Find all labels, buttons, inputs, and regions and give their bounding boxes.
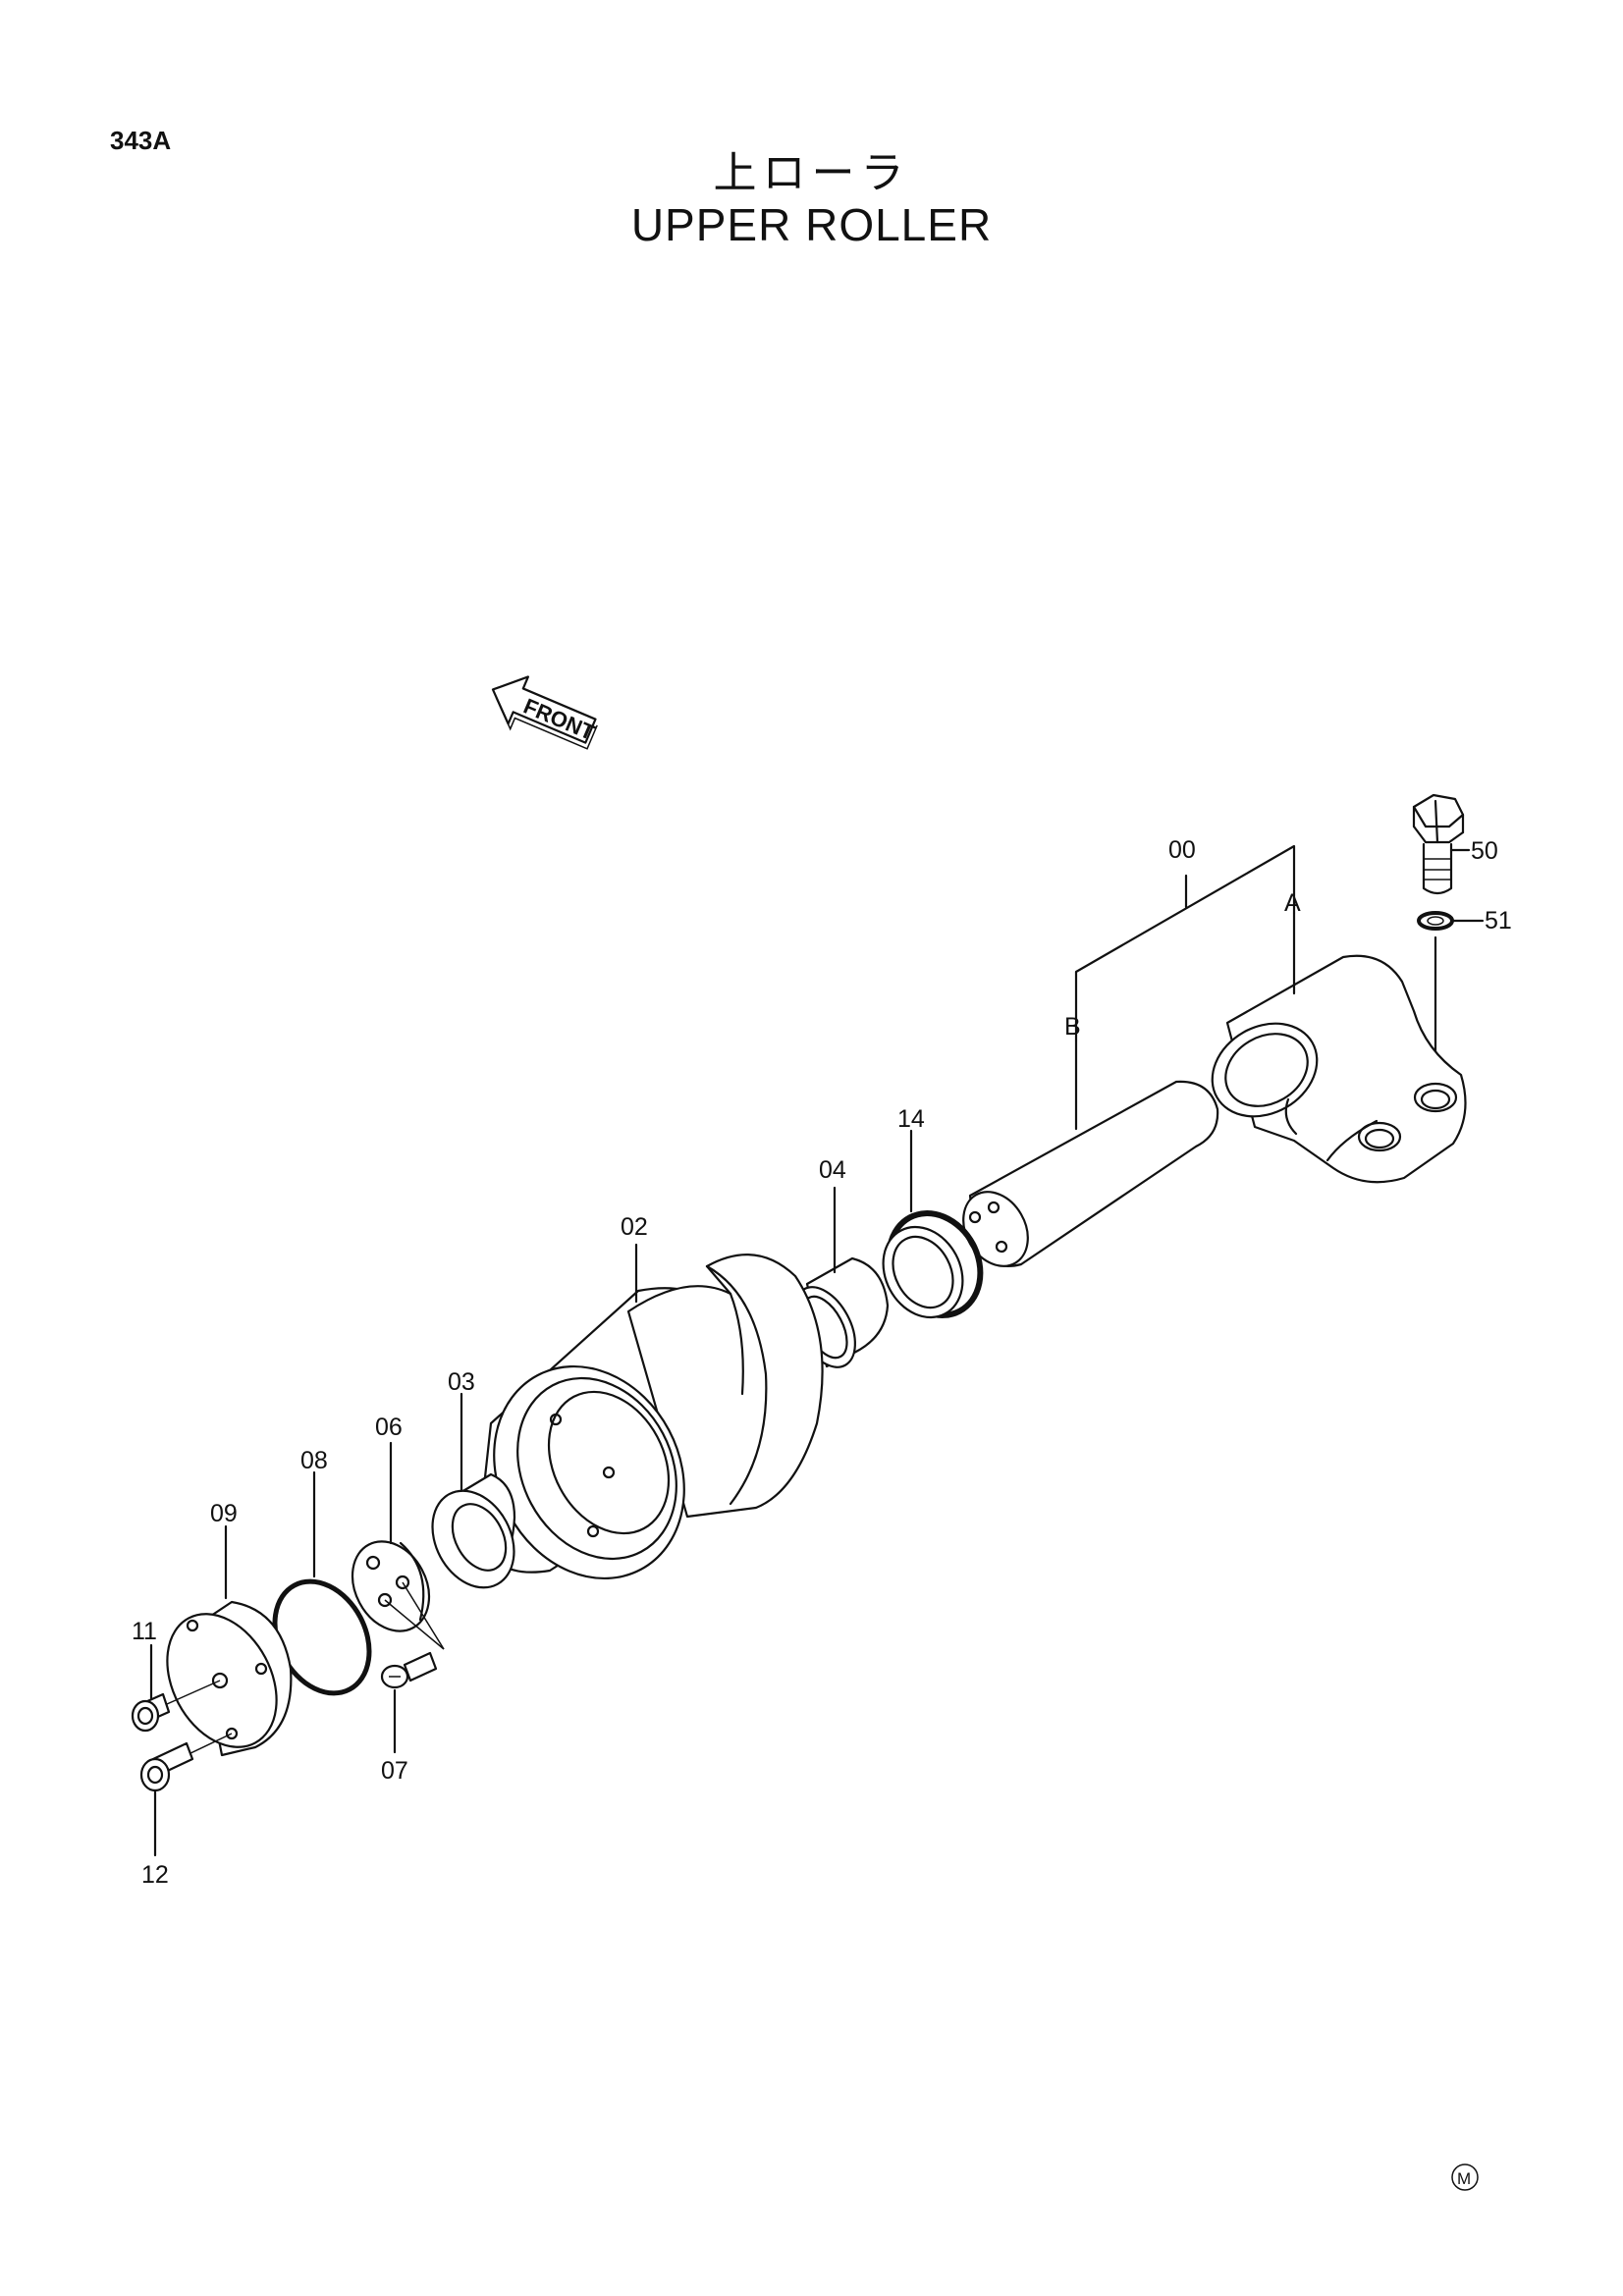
callout-11: 11 <box>132 1618 157 1645</box>
callout-a: A <box>1284 889 1301 917</box>
circled-m-mark: M <box>1451 2163 1479 2191</box>
callout-00: 00 <box>1168 836 1196 864</box>
callout-50: 50 <box>1471 837 1498 865</box>
callout-09: 09 <box>210 1500 238 1527</box>
callout-04: 04 <box>819 1156 846 1184</box>
title-japanese: 上ローラ <box>713 148 910 198</box>
plug-11-part <box>131 1643 171 1733</box>
assembly-00-leader <box>1074 844 1296 1042</box>
bolt-12-part <box>139 1741 194 1857</box>
bracket-a-part <box>1211 911 1467 1184</box>
callout-06: 06 <box>375 1414 403 1441</box>
callout-b: B <box>1064 1013 1081 1041</box>
front-arrow-icon: FRONT <box>491 675 599 750</box>
page-reference: 343A <box>110 126 172 155</box>
callout-02: 02 <box>621 1213 648 1241</box>
plate-06-part <box>351 1441 445 1650</box>
callout-08: 08 <box>300 1447 328 1474</box>
callout-07: 07 <box>381 1757 408 1785</box>
mark-letter: M <box>1457 2169 1471 2188</box>
cover-09-part <box>166 1524 293 1757</box>
bolt-50-part <box>1412 793 1471 895</box>
callout-labels: 00 A B 50 51 14 04 02 03 06 08 09 11 07 … <box>132 836 1512 1889</box>
screw-07-part <box>380 1651 438 1754</box>
callout-12: 12 <box>141 1861 169 1889</box>
title-english: UPPER ROLLER <box>630 199 993 250</box>
collar-03-part <box>431 1392 516 1589</box>
callout-14: 14 <box>897 1105 925 1133</box>
callout-51: 51 <box>1485 907 1512 934</box>
callout-03: 03 <box>448 1368 475 1396</box>
shaft-b-part <box>962 1039 1219 1267</box>
roller-02-part <box>477 1243 824 1580</box>
floating-seal-14-part <box>882 1129 984 1319</box>
